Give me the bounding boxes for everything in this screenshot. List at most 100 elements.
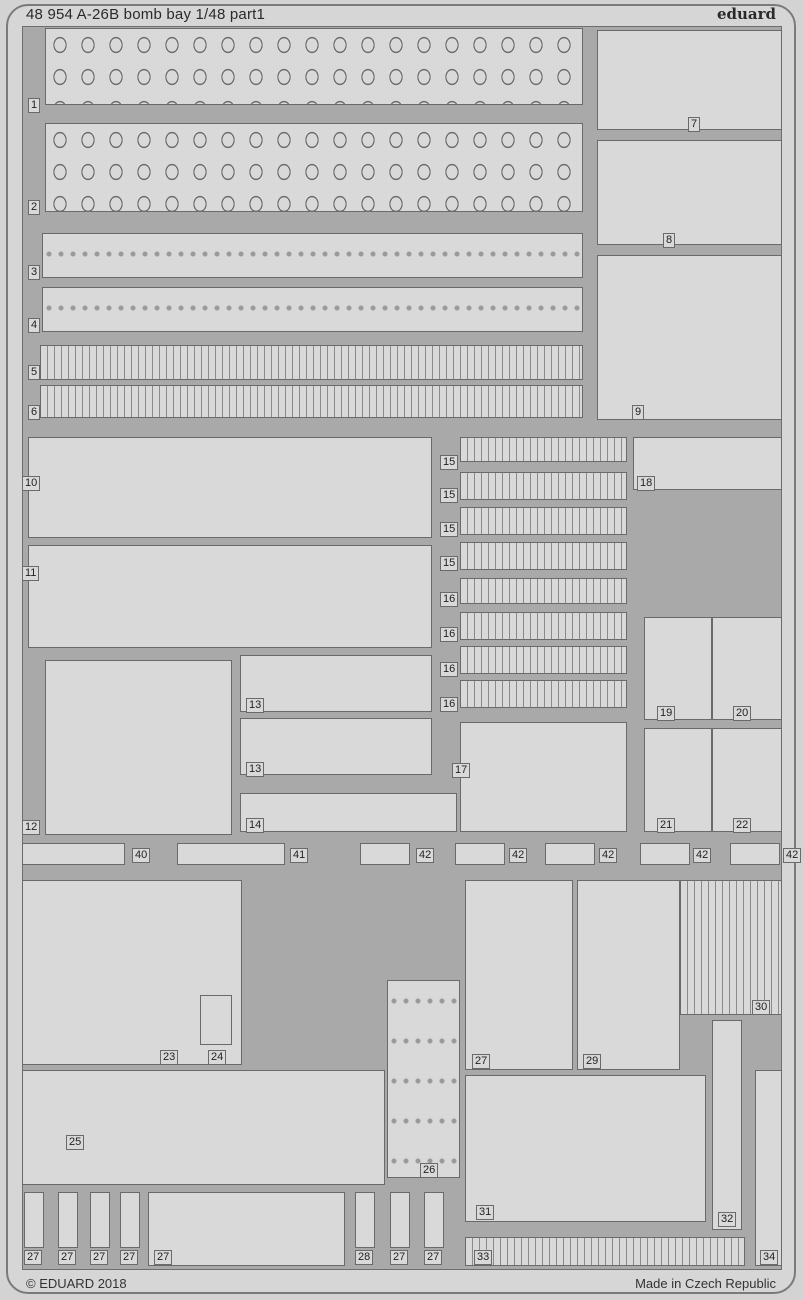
etched-part [200, 995, 232, 1045]
etched-part [240, 793, 457, 832]
etched-part [45, 123, 583, 212]
etched-part [40, 345, 583, 380]
etched-part [42, 233, 583, 278]
part-number-label: 33 [474, 1250, 493, 1265]
etched-part [545, 843, 595, 865]
part-number-label: 7 [688, 117, 701, 132]
etched-part [465, 1237, 745, 1266]
etched-part [712, 1020, 742, 1230]
etched-part [644, 617, 712, 720]
etched-part [460, 680, 627, 708]
etched-part [40, 385, 583, 418]
etched-part [465, 880, 573, 1070]
part-number-label: 40 [132, 848, 151, 863]
etched-part [45, 660, 232, 835]
part-number-label: 16 [440, 662, 459, 677]
etched-part [597, 30, 782, 130]
etched-part [355, 1192, 375, 1248]
part-number-label: 27 [24, 1250, 43, 1265]
etched-part [755, 1070, 782, 1266]
part-number-label: 8 [663, 233, 676, 248]
part-number-label: 17 [452, 763, 471, 778]
etched-part [58, 1192, 78, 1248]
etched-part [460, 542, 627, 570]
part-number-label: 15 [440, 556, 459, 571]
part-number-label: 28 [355, 1250, 374, 1265]
origin: Made in Czech Republic [635, 1276, 776, 1291]
etched-part [577, 880, 680, 1070]
part-number-label: 20 [733, 706, 752, 721]
part-number-label: 27 [154, 1250, 173, 1265]
etched-part [460, 472, 627, 500]
etched-part [360, 843, 410, 865]
etched-part [465, 1075, 706, 1222]
part-number-label: 13 [246, 762, 265, 777]
sheet-title: 48 954 A-26B bomb bay 1/48 part1 [26, 6, 266, 23]
etched-part [28, 437, 432, 538]
part-number-label: 27 [472, 1054, 491, 1069]
etched-part [24, 1192, 44, 1248]
etched-part [597, 140, 782, 245]
part-number-label: 6 [28, 405, 41, 420]
etched-part [712, 728, 782, 832]
etched-part [460, 646, 627, 674]
etched-part [460, 507, 627, 535]
part-number-label: 29 [583, 1054, 602, 1069]
part-number-label: 4 [28, 318, 41, 333]
part-number-label: 11 [22, 566, 40, 581]
etched-part [28, 545, 432, 648]
etched-part [240, 718, 432, 775]
etched-part [730, 843, 780, 865]
etched-part [455, 843, 505, 865]
etched-part [644, 728, 712, 832]
part-number-label: 18 [637, 476, 656, 491]
copyright: © EDUARD 2018 [26, 1276, 127, 1291]
part-number-label: 42 [693, 848, 712, 863]
part-number-label: 19 [657, 706, 676, 721]
etched-part [42, 287, 583, 332]
part-number-label: 16 [440, 592, 459, 607]
etched-part [240, 655, 432, 712]
part-number-label: 15 [440, 488, 459, 503]
etched-part [460, 722, 627, 832]
part-number-label: 31 [476, 1205, 495, 1220]
etched-part [120, 1192, 140, 1248]
part-number-label: 42 [599, 848, 618, 863]
etched-part [460, 437, 627, 462]
etched-part [424, 1192, 444, 1248]
part-number-label: 22 [733, 818, 752, 833]
etched-part [390, 1192, 410, 1248]
part-number-label: 27 [120, 1250, 139, 1265]
etched-part [460, 578, 627, 604]
etched-part [22, 1070, 385, 1185]
part-number-label: 21 [657, 818, 676, 833]
etched-part [680, 880, 782, 1015]
etched-part [640, 843, 690, 865]
part-number-label: 5 [28, 365, 41, 380]
part-number-label: 25 [66, 1135, 85, 1150]
part-number-label: 13 [246, 698, 265, 713]
part-number-label: 41 [290, 848, 309, 863]
part-number-label: 14 [246, 818, 265, 833]
part-number-label: 27 [424, 1250, 443, 1265]
brand-logo: eduard [716, 5, 776, 23]
part-number-label: 42 [416, 848, 435, 863]
etched-part [148, 1192, 345, 1266]
part-number-label: 12 [22, 820, 41, 835]
part-number-label: 2 [28, 200, 41, 215]
part-number-label: 23 [160, 1050, 179, 1065]
etched-part [90, 1192, 110, 1248]
etched-part [22, 843, 125, 865]
etched-part [597, 255, 782, 420]
part-number-label: 32 [718, 1212, 737, 1227]
part-number-label: 1 [28, 98, 41, 113]
part-number-label: 27 [90, 1250, 109, 1265]
part-number-label: 16 [440, 697, 459, 712]
part-number-label: 9 [632, 405, 645, 420]
part-number-label: 10 [22, 476, 41, 491]
part-number-label: 42 [509, 848, 528, 863]
part-number-label: 27 [390, 1250, 409, 1265]
part-number-label: 42 [783, 848, 802, 863]
part-number-label: 27 [58, 1250, 77, 1265]
part-number-label: 30 [752, 1000, 771, 1015]
